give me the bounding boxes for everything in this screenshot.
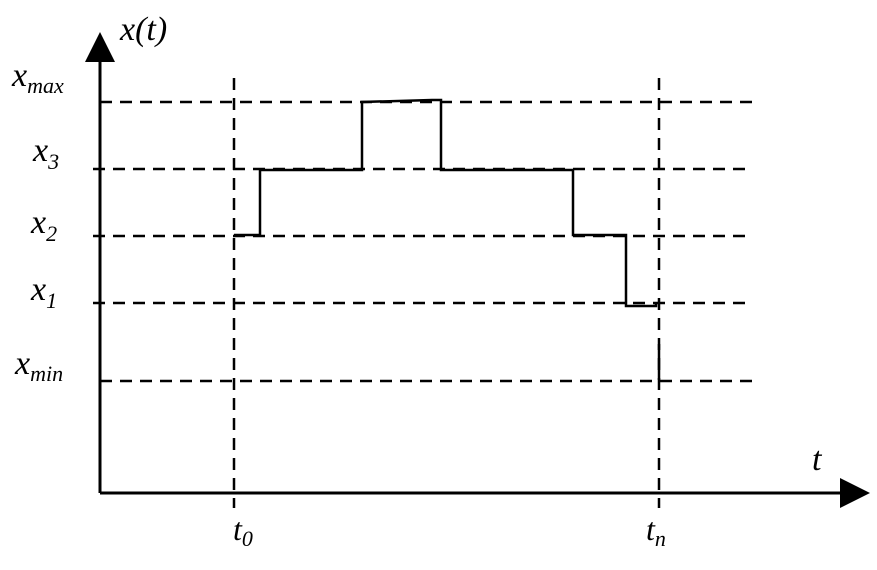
- label-xmin: xmin: [14, 345, 63, 386]
- y-axis-arrow-icon: [85, 32, 115, 62]
- label-t0-sub: 0: [242, 526, 253, 551]
- label-xmax-base: x: [11, 57, 27, 94]
- label-x3: x3: [32, 132, 59, 174]
- y-axis-title: x(t): [119, 11, 167, 48]
- label-x1: x1: [30, 271, 57, 313]
- label-tn: tn: [646, 511, 666, 551]
- label-xmin-sub: min: [30, 361, 63, 386]
- x-axis-arrow-icon: [840, 478, 870, 508]
- level-lines: [93, 100, 752, 383]
- label-x1-base: x: [30, 271, 46, 308]
- label-x3-sub: 3: [47, 149, 59, 174]
- x-axis-title: t: [812, 441, 823, 478]
- label-x2-sub: 2: [46, 221, 57, 246]
- label-x2-base: x: [30, 204, 46, 241]
- label-x1-sub: 1: [46, 288, 57, 313]
- y-axis-title-name: x: [119, 11, 135, 48]
- label-x3-base: x: [32, 132, 48, 169]
- label-tn-base: t: [646, 511, 656, 547]
- time-lines: [232, 78, 661, 508]
- label-t0: t0: [233, 511, 253, 551]
- label-tn-sub: n: [655, 526, 666, 551]
- label-xmin-base: x: [14, 345, 30, 382]
- y-axis-title-arg: (t): [135, 11, 167, 48]
- label-xmax: xmax: [11, 57, 64, 98]
- step-signal: [234, 98, 658, 308]
- label-t0-base: t: [233, 511, 243, 547]
- label-xmax-sub: max: [27, 73, 64, 98]
- label-x2: x2: [30, 204, 57, 246]
